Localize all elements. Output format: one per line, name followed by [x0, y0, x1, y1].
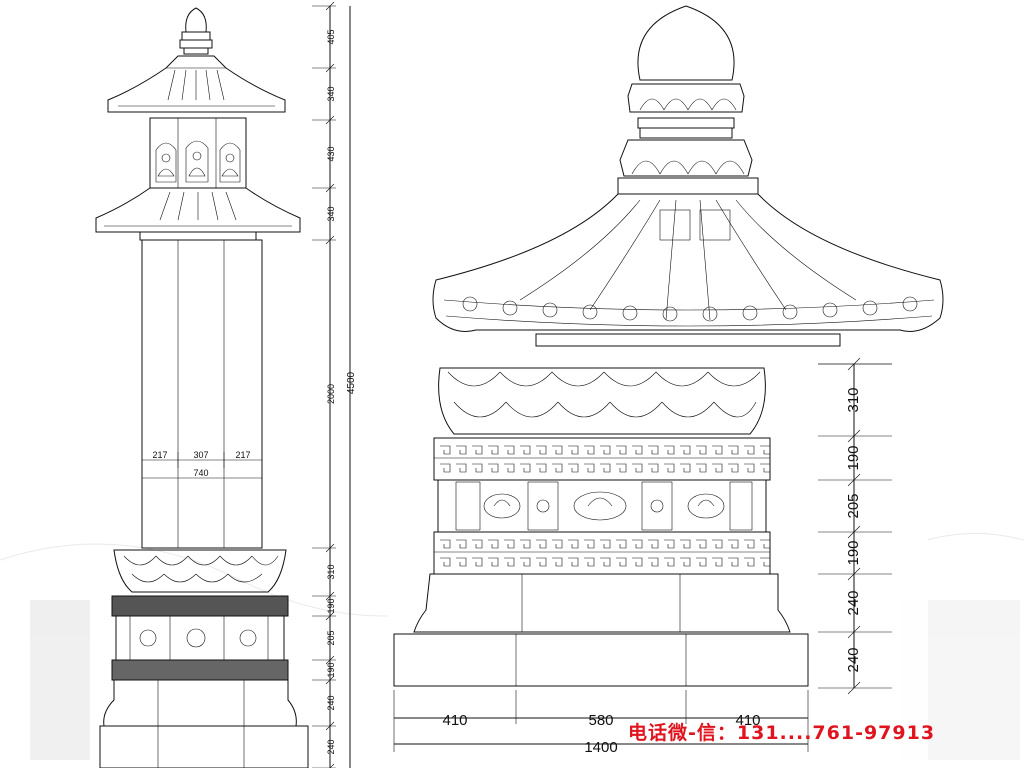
left-vertical-dim-1: 405: [326, 29, 336, 44]
left-vertical-dim-6: 310: [326, 564, 336, 579]
right-width-dim-2: 580: [588, 712, 613, 729]
right-width-total: 1400: [584, 739, 617, 756]
left-width-total: 740: [193, 468, 208, 478]
left-vertical-dim-8: 205: [326, 630, 336, 645]
left-vertical-dim-2: 340: [326, 86, 336, 101]
left-elevation: 217 307 217 740 405 340 430 340 2000 310 190 20…: [95, 1, 357, 768]
left-width-dim-2: 307: [193, 450, 208, 460]
right-vertical-dim-3: 205: [845, 493, 862, 518]
left-vertical-dim-7: 190: [326, 598, 336, 613]
left-total-height: 4500: [346, 371, 357, 394]
left-vertical-dim-9: 190: [326, 662, 336, 677]
left-vertical-dim-5: 2000: [326, 384, 336, 404]
right-detail: 310 190 205 190 240 240 410 580 410 1400: [388, 5, 944, 768]
right-width-dim-3: 410: [735, 712, 760, 729]
left-vertical-dim-11: 240: [326, 739, 336, 754]
left-width-dim-3: 217: [235, 450, 250, 460]
left-width-dim-1: 217: [152, 450, 167, 460]
right-vertical-dim-5: 240: [845, 590, 862, 615]
right-vertical-dim-4: 190: [845, 540, 862, 565]
left-vertical-dim-10: 240: [326, 695, 336, 710]
right-width-dim-1: 410: [442, 712, 467, 729]
left-vertical-dim-4: 340: [326, 206, 336, 221]
right-vertical-dim-2: 190: [845, 445, 862, 470]
right-vertical-dim-1: 310: [845, 387, 862, 412]
right-vertical-dim-6: 240: [845, 647, 862, 672]
contact-watermark: 电话微-信：131....761-97913: [628, 722, 936, 744]
left-vertical-dim-3: 430: [326, 146, 336, 161]
